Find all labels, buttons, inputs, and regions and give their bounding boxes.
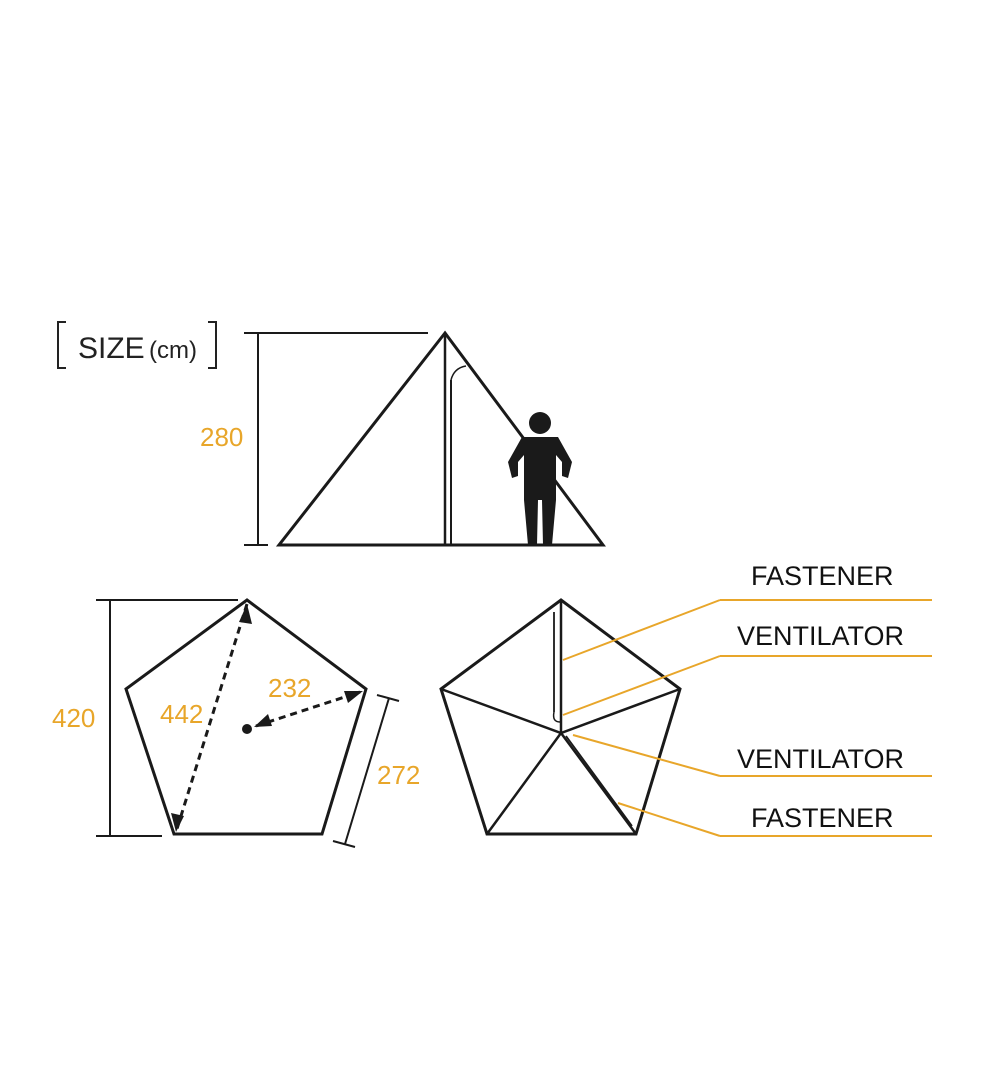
height-label: 280: [200, 422, 243, 452]
top-view: FASTENER VENTILATOR VENTILATOR FASTENER: [439, 561, 932, 837]
callout-fastener-top: FASTENER: [751, 561, 894, 591]
diagonal-label: 442: [160, 699, 203, 729]
size-title: SIZE (cm): [57, 321, 217, 369]
callout-ventilator-bottom: VENTILATOR: [737, 744, 904, 774]
side-view: 280: [200, 330, 606, 547]
floor-plan: 420 442 232 272: [52, 598, 420, 848]
person-silhouette-icon: [508, 412, 572, 545]
callout-fastener-bottom: FASTENER: [751, 803, 894, 833]
size-title-main: SIZE: [78, 332, 145, 365]
callout-ventilator-top: VENTILATOR: [737, 621, 904, 651]
depth-label: 420: [52, 703, 95, 733]
radius-label: 232: [268, 673, 311, 703]
size-title-unit: (cm): [149, 337, 197, 364]
side-label: 272: [377, 760, 420, 790]
